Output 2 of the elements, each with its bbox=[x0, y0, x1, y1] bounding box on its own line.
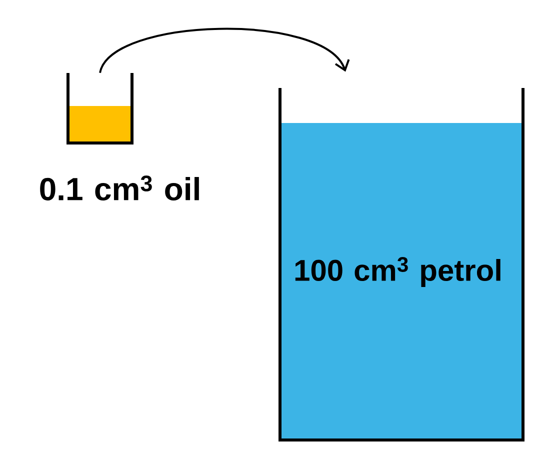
beaker-label: 0.1 cm$^{3}$ oil bbox=[40, 176, 199, 200]
curved-arrow bbox=[99, 28, 350, 74]
